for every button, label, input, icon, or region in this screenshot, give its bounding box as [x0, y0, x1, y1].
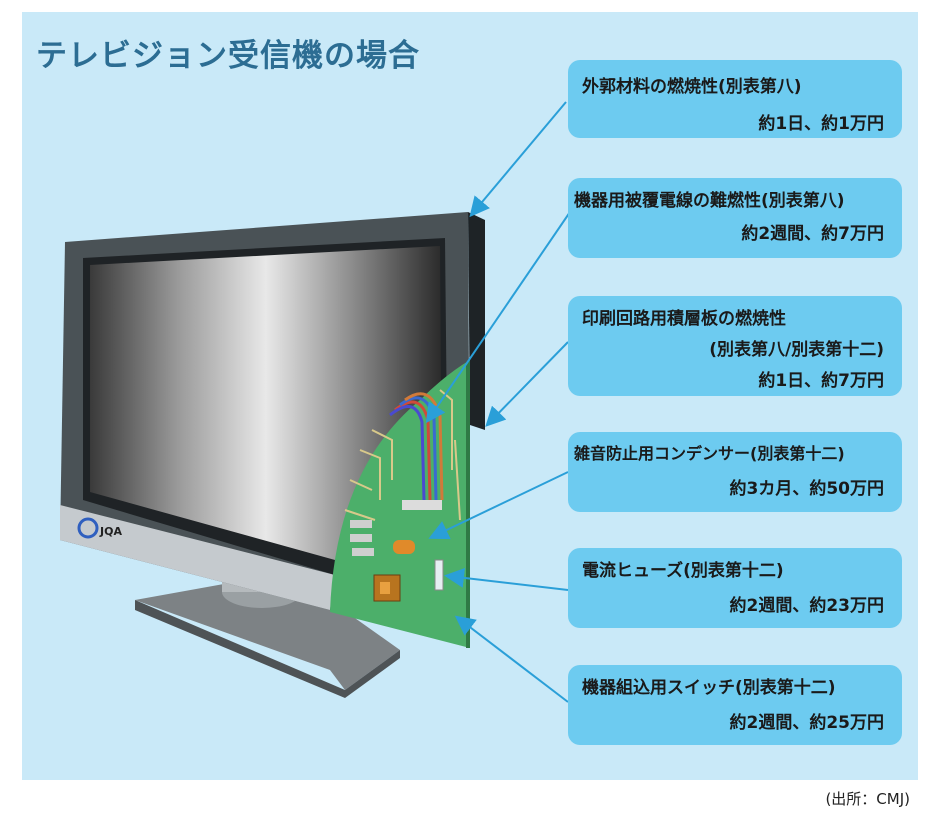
source-note: (出所：CMJ)	[825, 790, 910, 808]
callout-cost: 約1日、約7万円	[758, 371, 884, 391]
callout-switch: 機器組込用スイッチ(別表第十二) 約2週間、約25万円	[568, 665, 902, 745]
arrow-housing	[469, 101, 567, 218]
arrow-fuse	[444, 567, 569, 591]
callout-title: 機器用被覆電線の難燃性(別表第八)	[574, 191, 845, 211]
callout-laminate: 印刷回路用積層板の燃焼性 (別表第八/別表第十二) 約1日、約7万円	[568, 296, 902, 396]
arrow-switch	[454, 615, 569, 703]
arrow-wire	[425, 211, 571, 424]
jqa-logo: JQA	[77, 517, 122, 539]
callout-title: 印刷回路用積層板の燃焼性	[582, 309, 786, 329]
capacitor	[393, 540, 415, 554]
fuse	[434, 559, 444, 591]
callout-title: 雑音防止用コンデンサー(別表第十二)	[574, 444, 845, 463]
callout-fuse: 電流ヒューズ(別表第十二) 約2週間、約23万円	[568, 548, 902, 628]
arrow-laminate	[485, 341, 569, 427]
callout-title: 電流ヒューズ(別表第十二)	[582, 561, 784, 581]
circuit-board	[330, 360, 470, 648]
connector	[402, 500, 442, 510]
callout-cost: 約2週間、約23万円	[729, 596, 885, 616]
callout-capacitor: 雑音防止用コンデンサー(別表第十二) 約3カ月、約50万円	[568, 432, 902, 512]
callout-cost: 約2週間、約7万円	[741, 224, 884, 244]
callout-housing-material: 外郭材料の燃焼性(別表第八) 約1日、約1万円	[568, 60, 902, 138]
arrow-capacitor	[428, 471, 569, 540]
callout-title: 機器組込用スイッチ(別表第十二)	[582, 678, 836, 698]
page-title: テレビジョン受信機の場合	[36, 38, 420, 74]
callout-title: 外郭材料の燃焼性(別表第八)	[582, 77, 802, 97]
callout-subtitle: (別表第八/別表第十二)	[709, 340, 884, 360]
callout-cost: 約3カ月、約50万円	[729, 479, 885, 499]
svg-text:JQA: JQA	[99, 525, 122, 538]
callout-cost: 約2週間、約25万円	[729, 713, 885, 733]
callout-cost: 約1日、約1万円	[758, 114, 884, 134]
callout-coated-wire: 機器用被覆電線の難燃性(別表第八) 約2週間、約7万円	[568, 178, 902, 258]
